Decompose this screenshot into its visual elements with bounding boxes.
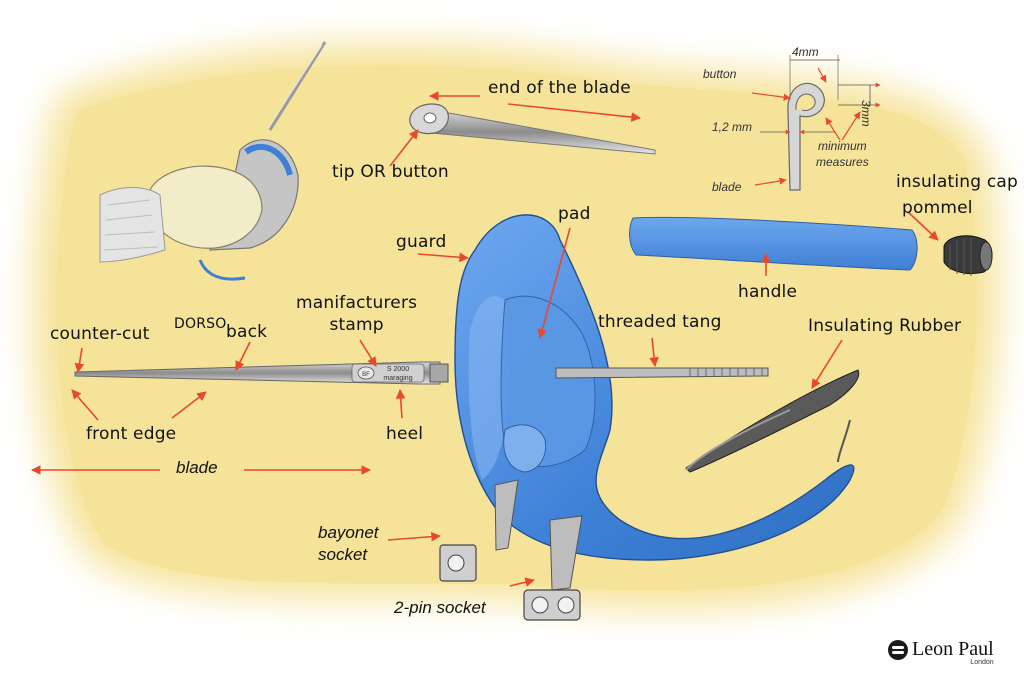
label-insulating-rubber: Insulating Rubber bbox=[808, 316, 962, 336]
label-blade-detail: blade bbox=[712, 180, 742, 194]
stamp-logo-text: BF bbox=[362, 372, 370, 378]
threaded-tang-illustration bbox=[555, 367, 769, 379]
label-blade: blade bbox=[176, 458, 218, 477]
label-tip-or-button: tip OR button bbox=[332, 162, 449, 182]
logo-name: Leon Paul bbox=[912, 638, 994, 660]
leon-paul-logo-mark-icon bbox=[888, 640, 908, 660]
label-3mm: 3mm bbox=[859, 100, 873, 127]
label-1-2mm: 1,2 mm bbox=[712, 120, 753, 134]
label-two-pin-socket: 2-pin socket bbox=[394, 598, 486, 617]
handle-illustration bbox=[629, 216, 918, 271]
label-guard: guard bbox=[396, 232, 447, 252]
label-threaded-tang: threaded tang bbox=[598, 312, 722, 332]
label-pommel: pommel bbox=[902, 198, 973, 218]
label-end-of-blade: end of the blade bbox=[488, 78, 631, 98]
blade-tip-illustration bbox=[409, 103, 656, 155]
guard-illustration bbox=[454, 214, 855, 561]
logo-city: London bbox=[970, 659, 994, 666]
button-measurement-detail bbox=[751, 55, 881, 191]
label-back: back bbox=[226, 322, 268, 342]
label-front-edge: front edge bbox=[86, 424, 177, 444]
label-manufacturers-stamp: manifacturers stamp bbox=[296, 293, 418, 335]
main-blade-illustration: BF S 2000 maraging bbox=[74, 361, 449, 385]
pommel-illustration bbox=[943, 235, 993, 276]
stamp-text-line1: S 2000 bbox=[387, 366, 409, 373]
label-dorso: DORSO bbox=[174, 316, 227, 332]
label-4mm: 4mm bbox=[792, 45, 819, 59]
label-arrows bbox=[31, 91, 939, 587]
label-bayonet-socket: bayonet socket bbox=[318, 523, 379, 564]
label-pad: pad bbox=[558, 204, 591, 224]
two-pin-socket-illustration bbox=[523, 515, 583, 621]
leon-paul-logo: Leon Paul London bbox=[888, 638, 994, 666]
hand-holding-sabre-illustration bbox=[99, 41, 327, 281]
label-counter-cut: counter-cut bbox=[50, 324, 150, 344]
label-heel: heel bbox=[386, 424, 424, 444]
label-button: button bbox=[703, 67, 737, 81]
insulating-rubber-illustration bbox=[685, 369, 860, 473]
stamp-text-line2: maraging bbox=[383, 375, 412, 382]
bayonet-socket-illustration bbox=[439, 479, 519, 582]
label-insulating-cap: insulating cap bbox=[896, 172, 1018, 192]
label-handle: handle bbox=[738, 282, 798, 302]
label-minimum-measures: minimum measures bbox=[816, 139, 869, 169]
